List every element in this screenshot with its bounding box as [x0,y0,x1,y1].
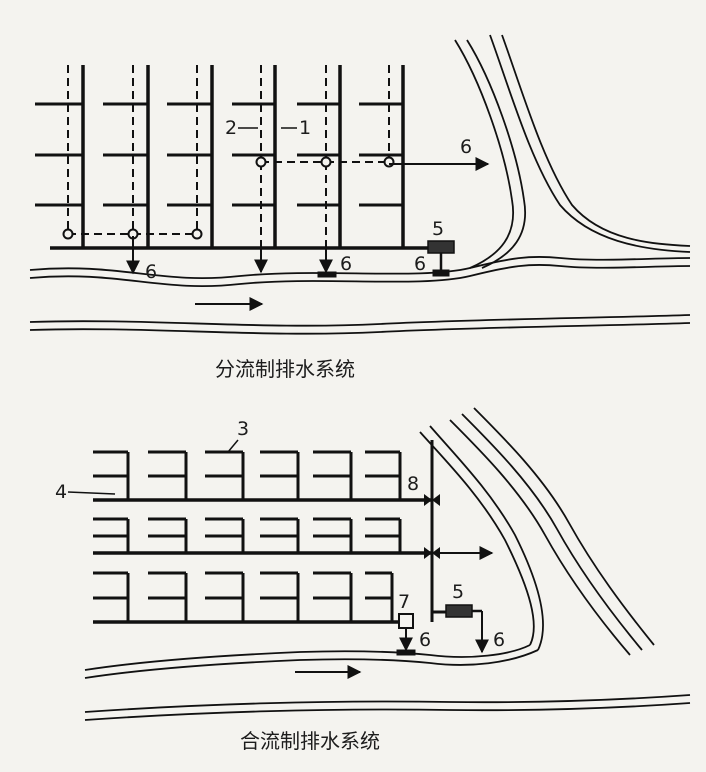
overflow-valve-2 [424,547,440,559]
label-outlet-right: 6 [460,136,472,158]
label-overflow-8: 8 [407,473,419,495]
treatment-plant [398,613,414,629]
separate-system [29,34,691,335]
river-bank-upper [29,256,691,279]
overflow-valve-1 [424,494,440,506]
label-outlet-a-b: 6 [419,629,431,651]
river-bank-lower-2 [84,694,691,713]
combined-system [84,407,691,721]
tributary-right-bank [489,34,691,253]
caption-combined: 合流制排水系统 [240,729,380,753]
pump-station [427,240,455,254]
label-outlet-b-b: 6 [493,629,505,651]
label-outlet-a: 6 [145,261,157,283]
label-outlet-b: 6 [340,253,352,275]
caption-separate: 分流制排水系统 [215,357,355,381]
label-main-3: 3 [237,418,249,440]
label-pipe-2: 2 [225,117,237,139]
label-outlet-c: 6 [414,253,426,275]
tributary-2-left [419,431,535,646]
river-bank-upper-2 [84,644,531,671]
label-pump-5-b: 5 [452,581,464,603]
label-treatment-7: 7 [398,591,410,613]
label-pump-5: 5 [432,218,444,240]
label-pipe-1: 1 [299,117,311,139]
tributary-2-right [449,419,631,656]
river-bank-lower [29,314,691,327]
label-branch-4: 4 [55,481,67,503]
tributary-left-bank [454,39,514,269]
pump-station-2 [445,604,473,618]
